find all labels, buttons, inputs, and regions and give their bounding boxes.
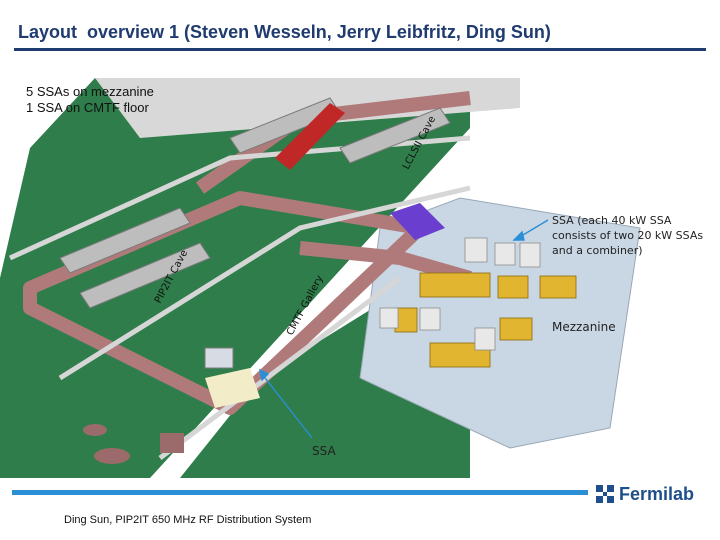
cryomodule-row-2 xyxy=(79,242,211,309)
ssa-callout: SSA (each 40 kW SSA consists of two 20 k… xyxy=(552,213,712,258)
ssa-rack-1 xyxy=(419,272,491,298)
callout-arrows xyxy=(259,219,549,439)
ssa-rack-3 xyxy=(539,275,577,299)
footer-rule xyxy=(12,490,588,495)
ssa-callout-line-1: SSA (each 40 kW SSA xyxy=(552,214,672,227)
note-line-1: 5 SSAs on mezzanine xyxy=(26,84,154,99)
mezzanine-label: Mezzanine xyxy=(552,320,616,334)
note-line-2: 1 SSA on CMTF floor xyxy=(26,100,149,115)
floor-left xyxy=(0,78,470,478)
cmtf-floor-pad xyxy=(205,368,260,408)
footer-text: Ding Sun, PIP2IT 650 MHz RF Distribution… xyxy=(64,514,312,526)
cabinet-1 xyxy=(160,433,184,453)
ssa-floor-label: SSA xyxy=(312,444,336,458)
arrow-ssa-top-head xyxy=(512,230,525,241)
tank-2 xyxy=(83,424,107,436)
tank-1 xyxy=(94,448,130,464)
fermilab-logo: Fermilab xyxy=(594,481,694,507)
combiner-4 xyxy=(419,307,441,331)
combiner-6 xyxy=(379,307,399,329)
arrow-ssa-bottom xyxy=(261,373,313,439)
fermilab-logo-text: Fermilab xyxy=(619,483,695,504)
combiner-3 xyxy=(519,242,541,268)
klystron xyxy=(275,103,345,170)
combiner-2 xyxy=(494,242,516,266)
title-underline xyxy=(14,48,706,51)
combiner-1 xyxy=(464,237,488,263)
ssa-callout-line-3: and a combiner) xyxy=(552,244,643,257)
ssa-count-note: 5 SSAs on mezzanine 1 SSA on CMTF floor xyxy=(26,84,154,116)
ssa-combiners xyxy=(379,237,541,351)
ssa-racks xyxy=(394,272,577,368)
arrow-ssa-bottom-head xyxy=(259,368,270,382)
fermilab-logo-icon xyxy=(596,485,614,503)
duct-main-loop xyxy=(23,191,427,415)
slide-title: Layout overview 1 (Steven Wesseln, Jerry… xyxy=(18,22,551,42)
combiner-5 xyxy=(474,327,496,351)
cryomodule-row-4 xyxy=(339,107,451,164)
cryomodule-strings xyxy=(59,97,451,309)
layout-diagram: LCLSII Cave PIP2IT Cave CMTF Gallery xyxy=(0,78,641,478)
ssa-callout-line-2: consists of two 20 kW SSAs xyxy=(552,229,704,242)
ssa-rack-2 xyxy=(497,275,529,299)
ssa-rack-4 xyxy=(499,317,533,341)
rf-block xyxy=(390,203,445,240)
bottom-equipment xyxy=(83,424,184,464)
pipe-2 xyxy=(58,185,471,381)
cryomodule-row-1 xyxy=(59,207,191,274)
duct-to-mezzanine xyxy=(299,241,472,285)
pipe-3 xyxy=(158,276,402,460)
cmtf-floor-ssa xyxy=(204,347,234,369)
